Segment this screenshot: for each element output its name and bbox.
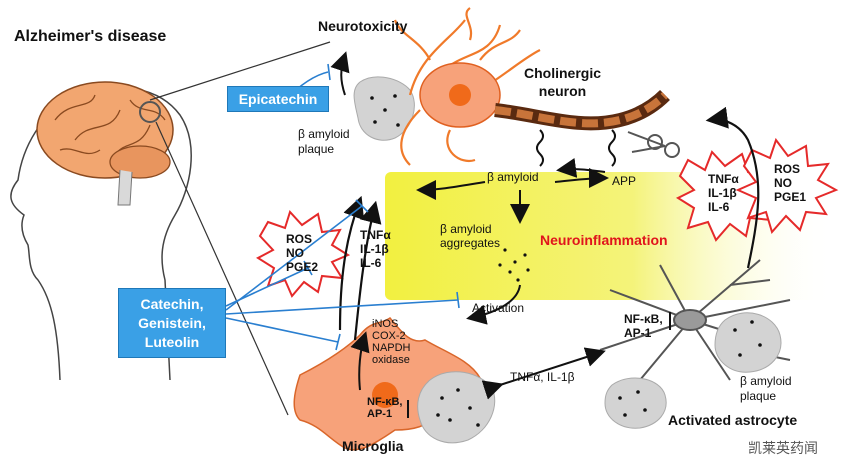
arrow-neurotoxicity bbox=[330, 51, 350, 96]
activation-label: Activation bbox=[472, 301, 525, 315]
head-silhouette bbox=[10, 86, 192, 381]
brain-illustration bbox=[36, 81, 174, 206]
app-label: APP bbox=[612, 174, 637, 188]
arrow-app-to-amyloid bbox=[556, 157, 606, 178]
cholinergic-neuron bbox=[393, 7, 670, 166]
arrow-amyloid-right bbox=[554, 168, 609, 189]
arrow-to-activation bbox=[466, 284, 521, 325]
cholinergic-neuron-label: Cholinergic neuron bbox=[524, 65, 602, 99]
plaque-top bbox=[353, 76, 415, 141]
burst-left-ros-text: ROS NO PGE2 bbox=[286, 232, 319, 274]
inhibition-lines bbox=[225, 63, 460, 351]
neurotoxicity-label: Neurotoxicity bbox=[318, 18, 408, 34]
arrow-astrocyte-up bbox=[705, 106, 760, 269]
burst-right-ros-text: ROS NO PGE1 bbox=[774, 162, 807, 204]
beta-amyloid-label: β amyloid bbox=[487, 170, 539, 184]
arrow-amyloid-left bbox=[416, 179, 486, 200]
catechin-genistein-luteolin-box: Catechin, Genistein, Luteolin bbox=[118, 288, 226, 358]
tnf-il1b-label: TNFα, IL-1β bbox=[510, 370, 575, 384]
plaque-top-label: β amyloid plaque bbox=[298, 127, 350, 156]
plaque-astrocyte-bottom bbox=[604, 377, 667, 429]
arrow-cytokine-bidirectional bbox=[481, 347, 606, 400]
arrow-enzymes-up bbox=[350, 331, 370, 391]
watermark-text: 凯莱英药闻 bbox=[748, 440, 818, 456]
burst-right-ros-2 bbox=[735, 137, 839, 235]
arrow-microglia-up bbox=[338, 195, 365, 331]
aggregates-label: β amyloid aggregates bbox=[440, 222, 501, 250]
enzymes-label: iNOS COX-2 NAPDH oxidase bbox=[372, 318, 411, 366]
activated-astrocyte-label: Activated astrocyte bbox=[668, 412, 798, 428]
nfkb-astrocyte-label: NF-κB, AP-1 bbox=[624, 312, 663, 340]
arrow-microglia-up-2 bbox=[353, 200, 382, 341]
alzheimers-disease-title: Alzheimer's disease bbox=[14, 28, 167, 45]
plaque-bottom-label: β amyloid plaque bbox=[740, 374, 792, 403]
plaque-astrocyte-right bbox=[714, 312, 782, 373]
microglia-label: Microglia bbox=[342, 438, 404, 454]
scissors-icon bbox=[627, 131, 680, 158]
amyloid-aggregates-dots bbox=[498, 248, 530, 282]
nfkb-microglia-label: NF-κB, AP-1 bbox=[367, 396, 403, 420]
app-squiggle-right bbox=[608, 129, 616, 167]
neuroinflammation-label: Neuroinflammation bbox=[540, 232, 668, 248]
app-squiggle-left bbox=[536, 129, 544, 167]
burst-right-cytokines-text: TNFα IL-1β IL-6 bbox=[708, 172, 739, 214]
plaque-microglia bbox=[417, 371, 496, 444]
burst-left-cytokines-text: TNFα IL-1β IL-6 bbox=[360, 228, 391, 270]
epicatechin-box: Epicatechin bbox=[227, 86, 329, 112]
